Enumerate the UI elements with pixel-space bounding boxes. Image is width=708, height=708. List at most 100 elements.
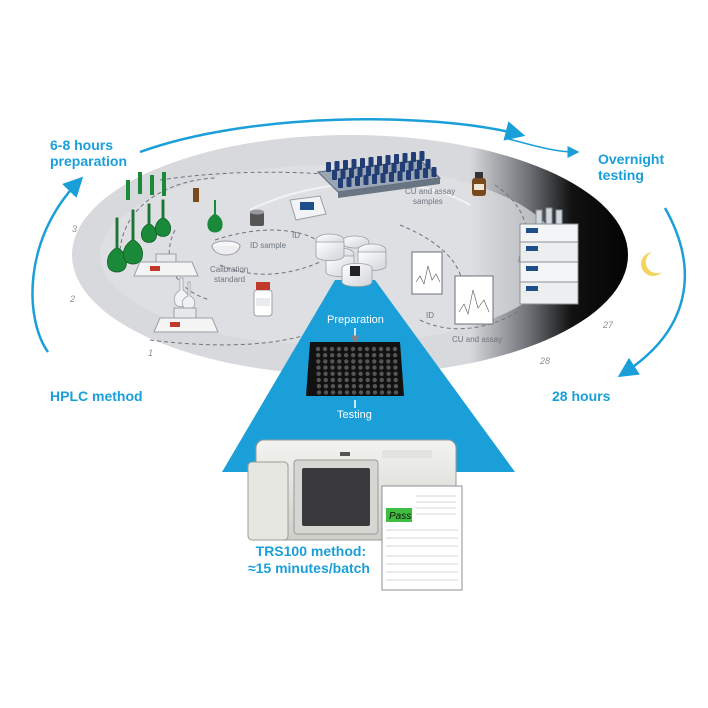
well [372, 390, 378, 395]
well [316, 377, 321, 383]
well [372, 377, 377, 383]
well [379, 371, 384, 376]
vial [346, 177, 352, 187]
well [337, 384, 343, 389]
well [365, 384, 371, 389]
cu-and-assay-label: CU and assay [452, 335, 502, 344]
well [316, 390, 322, 395]
well [386, 384, 392, 389]
well [378, 353, 384, 358]
id-report-label: ID [426, 311, 434, 320]
vial [391, 163, 397, 173]
well [364, 353, 370, 358]
well [358, 384, 364, 389]
well [323, 371, 328, 376]
preparation-label: Preparation [327, 314, 384, 326]
clock-tick-2: 2 [69, 294, 75, 304]
clock-tick-3: 3 [72, 224, 77, 234]
vial [326, 162, 331, 172]
well [365, 390, 371, 395]
vial [408, 161, 414, 171]
vial [380, 173, 386, 183]
well [358, 377, 363, 383]
duration-label: 28 hours [552, 388, 611, 404]
well [385, 353, 391, 358]
clock-tick-27: 27 [602, 320, 614, 330]
prep-time-label: 6-8 hours preparation [50, 137, 127, 169]
well [350, 346, 356, 352]
well [351, 390, 357, 395]
moon-icon [641, 252, 662, 276]
well [343, 353, 349, 358]
well [357, 346, 363, 352]
well [371, 353, 377, 358]
bottle-icon [253, 282, 273, 317]
well [365, 359, 370, 364]
well [358, 359, 363, 364]
well [330, 359, 335, 364]
trs100-instrument-icon [247, 439, 457, 541]
well [372, 359, 377, 364]
vial [368, 157, 374, 167]
vial [425, 159, 431, 169]
vial [334, 161, 340, 171]
well [337, 377, 342, 383]
well [393, 365, 398, 370]
vial [338, 178, 343, 188]
vial [355, 176, 360, 186]
well [316, 359, 321, 364]
vial [411, 152, 416, 162]
well [379, 365, 384, 370]
well [330, 371, 335, 376]
well [351, 365, 356, 370]
well [365, 371, 370, 376]
vial-rack-icon [316, 151, 442, 198]
well [372, 365, 377, 370]
well [322, 346, 328, 352]
well [323, 384, 329, 389]
well [379, 390, 385, 395]
vial [385, 155, 391, 165]
vial [383, 164, 388, 174]
flask-icon [107, 172, 223, 310]
well [323, 390, 329, 395]
well [344, 359, 349, 364]
well [323, 377, 328, 383]
vial [349, 168, 354, 178]
well [322, 353, 328, 358]
well [336, 353, 342, 358]
vial [343, 160, 348, 170]
calibration-label: Calibration standard [210, 265, 250, 284]
well [365, 365, 370, 370]
well [315, 346, 321, 352]
well [337, 365, 342, 370]
well [351, 384, 357, 389]
well [386, 359, 391, 364]
balance-icon [133, 253, 219, 333]
vial [374, 165, 380, 175]
well [379, 359, 384, 364]
well-plate-icon [306, 342, 404, 396]
well [330, 390, 336, 395]
vial [340, 169, 346, 179]
vial [417, 160, 422, 170]
well [358, 365, 363, 370]
vial [406, 170, 411, 180]
well [344, 390, 350, 395]
well [316, 365, 321, 370]
well [386, 371, 391, 376]
vial [431, 167, 437, 177]
vial [400, 162, 405, 172]
well [358, 390, 364, 395]
hplc-method-label: HPLC method [50, 388, 143, 404]
well [336, 346, 342, 352]
pass-report: Pass [381, 485, 463, 591]
spectrometer-icon [289, 195, 327, 221]
vial [366, 166, 371, 176]
well [351, 377, 356, 383]
mortar-icon [211, 209, 264, 256]
pass-badge: Pass [389, 511, 411, 522]
well [386, 377, 391, 383]
well [392, 346, 398, 352]
well [379, 384, 385, 389]
